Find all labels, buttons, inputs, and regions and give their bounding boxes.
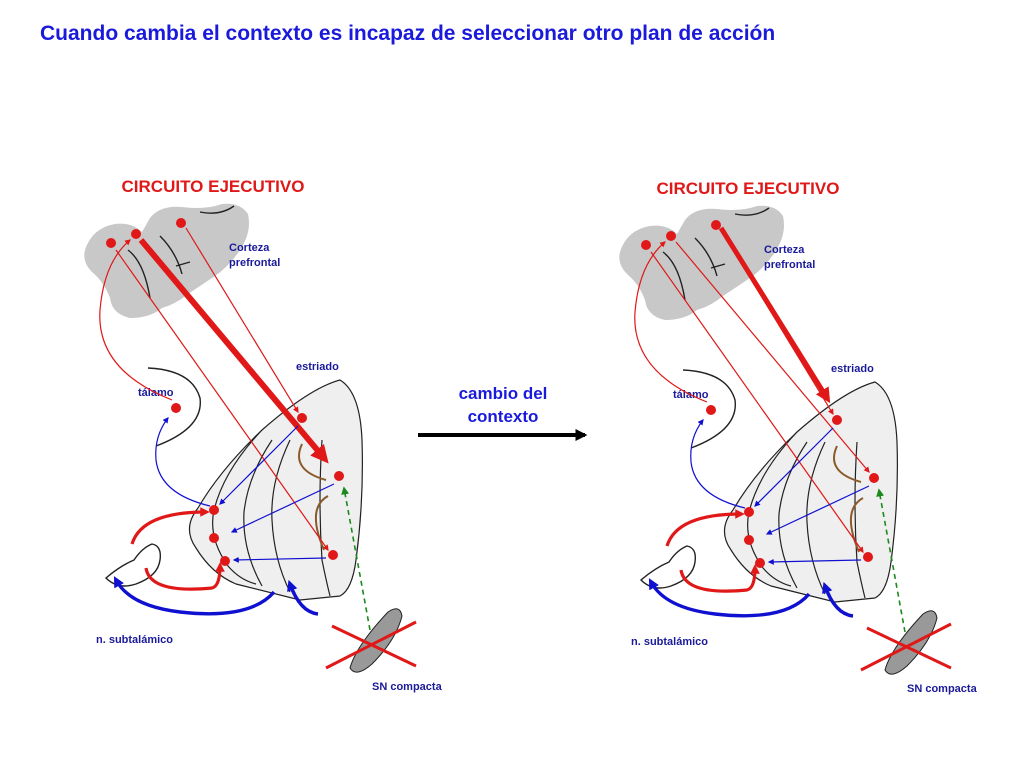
stn-pallidum-loop [144, 562, 225, 591]
cortex-striatum-projection [675, 241, 870, 473]
cortex-label-line1: Corteza [764, 244, 805, 256]
cortex-shape [619, 205, 784, 320]
cortex-shape [84, 203, 249, 318]
neuron-dot [209, 505, 219, 515]
neuron-dot [176, 218, 186, 228]
blocked-cross [860, 622, 952, 672]
pallidus-inner-outline [778, 441, 808, 589]
cortex-sulcus [694, 237, 726, 277]
neuron-dot [171, 403, 181, 413]
slide-title: Cuando cambia el contexto es incapaz de … [40, 22, 776, 45]
panel-header: CIRCUITO EJECUTIVO [657, 179, 840, 198]
subthalamic-label: n. subtalámico [96, 634, 173, 646]
globus-pallidus-outline [747, 431, 798, 587]
cortex-label-line2: prefrontal [229, 257, 280, 269]
modulatory-curve [849, 497, 864, 553]
striatum-label: estriado [296, 361, 339, 373]
putamen-outline [271, 439, 291, 593]
cortex-sulcus [159, 235, 191, 275]
striatum-loop [822, 581, 854, 618]
cortex-striatum-projection [185, 227, 299, 414]
subthalamic-shape [104, 543, 162, 587]
snc-label: SN compacta [372, 681, 443, 693]
striatopallidal-pathway [765, 485, 870, 535]
striatopallidal-pathway [767, 558, 862, 565]
neuron-dot [106, 238, 116, 248]
panel-left: CIRCUITO EJECUTIVO Corteza prefrontal estri… [84, 177, 443, 693]
neuron-dot [209, 533, 219, 543]
cortex-sulcus [734, 207, 770, 216]
transition-label-line1: cambio del [459, 384, 548, 403]
stn-pallidum-loop [665, 509, 745, 547]
subthalamic-label: n. subtalámico [631, 636, 708, 648]
subthalamic-shape [639, 545, 697, 589]
neuron-dot [863, 552, 873, 562]
dopamine-pathway [341, 486, 371, 631]
caudate-outline [319, 439, 331, 597]
modulatory-curve [298, 443, 327, 481]
neuron-dot [832, 415, 842, 425]
striatum-label: estriado [831, 363, 874, 375]
caudate-outline [854, 441, 866, 599]
cortex-sulcus [127, 249, 151, 299]
neuron-dot [666, 231, 676, 241]
panel-right: CIRCUITO EJECUTIVO Corteza prefrontal estri… [619, 179, 978, 695]
neuron-dot [711, 220, 721, 230]
neuron-dot [131, 229, 141, 239]
cortex-striatum-projection [115, 249, 329, 551]
striatum-shape [723, 381, 898, 603]
blocked-cross [866, 626, 952, 670]
strong-pathway [718, 226, 831, 404]
snc-label: SN compacta [907, 683, 978, 695]
cortex-striatum-projection [650, 251, 864, 553]
modulatory-curve [833, 445, 862, 483]
thalamocortical-pathway [634, 241, 708, 403]
modulatory-curve [314, 495, 329, 551]
neuron-dot [220, 556, 230, 566]
stn-pallidum-loop [130, 507, 210, 545]
pallidus-inner-outline [243, 439, 273, 587]
striatum-loop [287, 579, 319, 616]
strong-pathway [138, 238, 329, 464]
neuron-dot [297, 413, 307, 423]
pallidothalamic-pathway [155, 417, 211, 507]
striatopallidal-pathway [230, 483, 335, 533]
cortex-label-line1: Corteza [229, 242, 270, 254]
snc-shape [884, 610, 938, 675]
dopamine-pathway [876, 488, 906, 633]
striatum-shape [188, 379, 363, 601]
striatopallidal-pathway [232, 556, 327, 563]
cortex-sulcus [662, 251, 686, 301]
pallidum-stn-loop [648, 578, 811, 618]
neuron-dot [744, 535, 754, 545]
cortex-label-line2: prefrontal [764, 259, 815, 271]
pallidum-stn-loop [113, 576, 276, 616]
thalamocortical-pathway [99, 239, 173, 401]
pallidothalamic-pathway [690, 419, 746, 509]
neuron-dot [328, 550, 338, 560]
snc-shape [349, 608, 403, 673]
transition-label-line2: contexto [468, 407, 539, 426]
striatopallidal-pathway [754, 427, 834, 507]
neuron-dot [744, 507, 754, 517]
blocked-cross [331, 624, 417, 668]
neuron-dot [706, 405, 716, 415]
blocked-cross [325, 620, 417, 670]
neuron-dot [755, 558, 765, 568]
striatopallidal-pathway [219, 425, 299, 505]
stn-pallidum-loop [679, 564, 760, 593]
thalamus-outline [682, 369, 736, 449]
panel-header: CIRCUITO EJECUTIVO [122, 177, 305, 196]
neuron-dot [641, 240, 651, 250]
thalamus-outline [147, 367, 201, 447]
cortex-sulcus [199, 205, 235, 214]
globus-pallidus-outline [212, 429, 263, 585]
neuron-dot [869, 473, 879, 483]
neuron-dot [334, 471, 344, 481]
putamen-outline [806, 441, 826, 595]
